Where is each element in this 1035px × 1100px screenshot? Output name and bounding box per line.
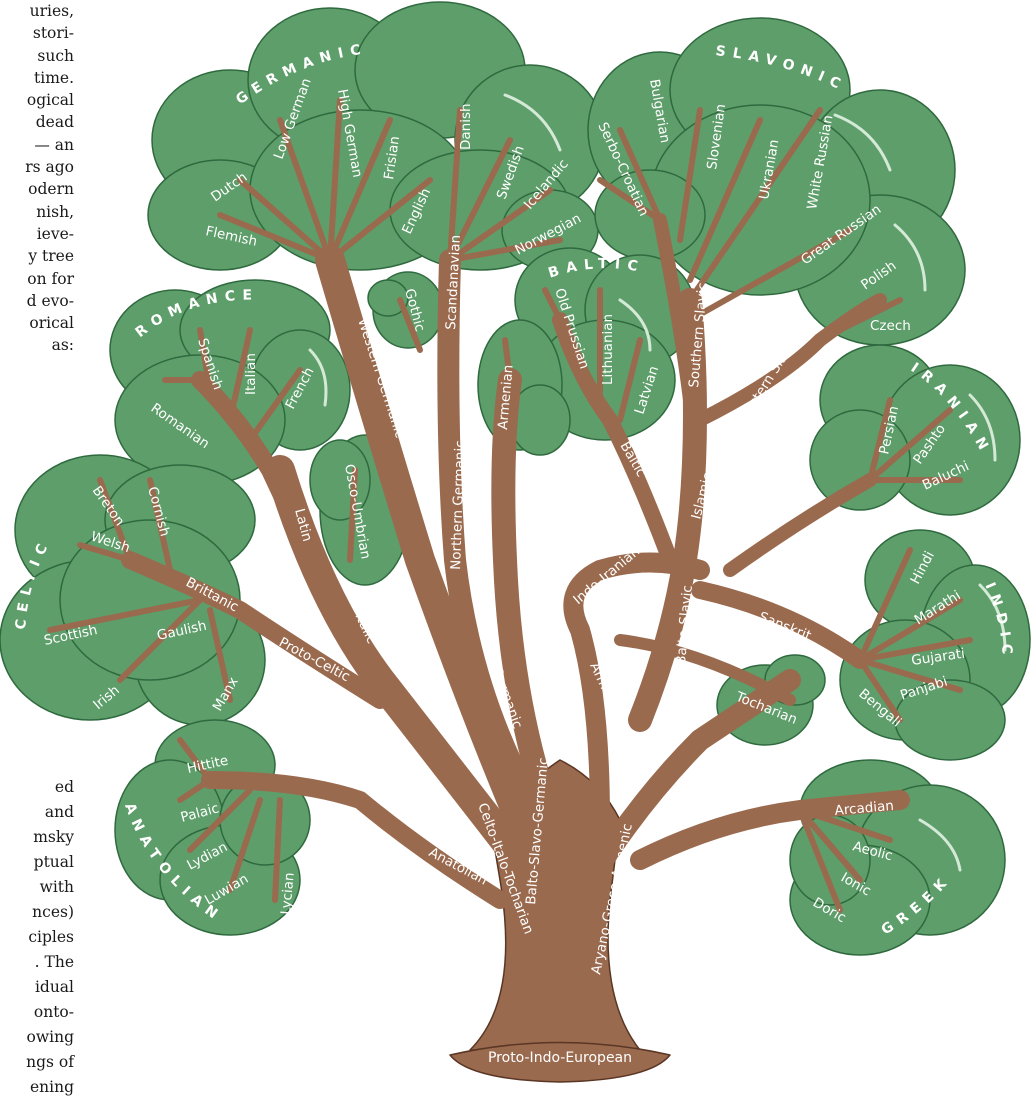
branch-label: Western Slavic [735, 334, 801, 427]
branch-label: Proto-Russian [714, 303, 753, 396]
branch-label: Northern Germanic [448, 440, 469, 570]
leaf-label-lycian: Lycian [278, 872, 298, 916]
leaf-label-czech: Czech [870, 318, 911, 334]
romance-canopy [110, 280, 350, 485]
root-label: Proto-Indo-European [488, 1050, 632, 1066]
leaf-label-danish: Danish [458, 103, 474, 150]
leaf-label-italian: Italian [243, 353, 259, 395]
leaf-label-lithuanian: Lithuanian [600, 314, 616, 385]
